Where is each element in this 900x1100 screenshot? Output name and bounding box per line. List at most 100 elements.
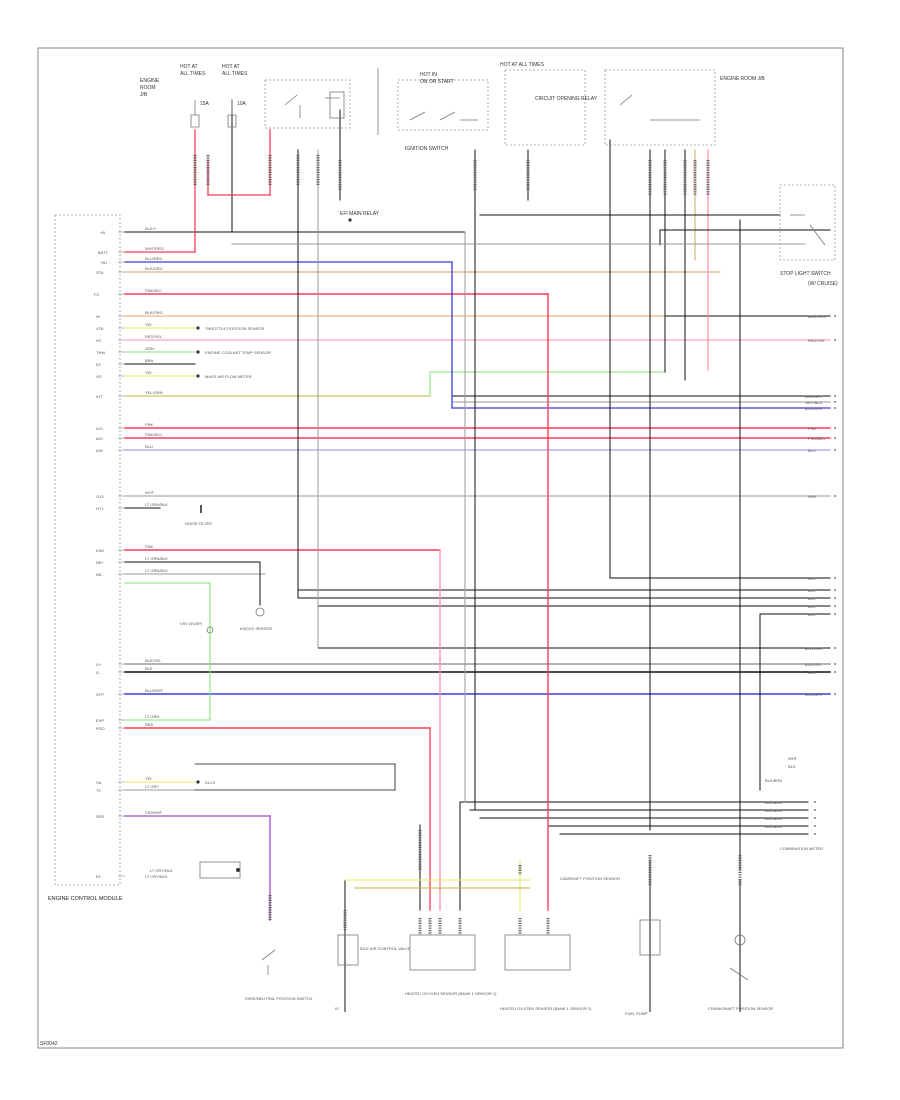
svg-text:THW: THW xyxy=(96,350,105,355)
svg-text:PNK/BLU: PNK/BLU xyxy=(808,436,825,441)
relay-coil-icon xyxy=(329,91,345,119)
svg-text:RED/YEL: RED/YEL xyxy=(808,338,826,343)
svg-text:BLK/YEL: BLK/YEL xyxy=(805,662,822,667)
fuel-pump-label: FUEL PUMP xyxy=(625,1011,648,1016)
park-neutral-label: PARK/NEUTRAL POSITION SWITCH xyxy=(245,996,312,1001)
svg-text:WHT/RED: WHT/RED xyxy=(145,246,164,251)
svg-text:BLK: BLK xyxy=(808,612,816,617)
maf-label: MASS AIR FLOW METER xyxy=(205,374,252,379)
svg-text:E1: E1 xyxy=(96,874,102,879)
ecm-label: ENGINE CONTROL MODULE xyxy=(48,896,123,902)
iac-label: IDLE AIR CONTROL VALVE xyxy=(360,946,411,951)
svg-text:NE-: NE- xyxy=(96,572,104,577)
svg-text:PNK/BLU: PNK/BLU xyxy=(145,432,162,437)
fuse-label: HOT AT xyxy=(222,64,240,70)
svg-text:WHT: WHT xyxy=(788,756,798,761)
svg-text:BLK/ORG: BLK/ORG xyxy=(145,310,163,315)
figure-id: SF0042 xyxy=(40,1041,58,1047)
stop-switch-label: STOP LIGHT SWITCH xyxy=(780,271,831,277)
fuse-label: HOT AT xyxy=(180,64,198,70)
top-components xyxy=(190,68,836,261)
svg-text:YEL: YEL xyxy=(145,370,153,375)
noise-filter-label: NOISE FILTER xyxy=(185,521,212,526)
fuse-icon xyxy=(227,100,237,128)
ignition-switch xyxy=(397,79,489,131)
svg-text:E2: E2 xyxy=(96,362,102,367)
svg-text:YEL/GRN: YEL/GRN xyxy=(145,390,163,395)
svg-text:VG: VG xyxy=(96,374,102,379)
ecm-pin-ticks xyxy=(118,231,125,877)
svg-text:LT GRN/BLK: LT GRN/BLK xyxy=(145,556,168,561)
mid-components: KNOCK SENSOR VSV (EVAP) LT GRY/BLK xyxy=(150,607,272,879)
vsv-label: VSV (EVAP) xyxy=(180,621,203,626)
svg-text:G+: G+ xyxy=(96,662,102,667)
vertical-wires xyxy=(194,99,831,1001)
fuse-box-label: ENGINE ROOM J/B xyxy=(720,76,765,82)
o2-sensor-1-icon xyxy=(409,934,476,971)
svg-text:NE+: NE+ xyxy=(96,560,105,565)
hot-label: HOT AT ALL TIMES xyxy=(500,62,545,68)
circuit-opening-relay xyxy=(504,69,586,146)
svg-text:PNK: PNK xyxy=(808,426,817,431)
svg-text:GRN: GRN xyxy=(145,346,154,351)
svg-text:BLK/BRN: BLK/BRN xyxy=(765,816,782,821)
ecm-outline xyxy=(54,214,121,886)
park-neutral-switch-icon xyxy=(261,949,276,975)
svg-text:KNK: KNK xyxy=(96,548,105,553)
wire-color-labels: BLK/Y WHT/RED BLU/RED BLK/ORG PNK/BLK BL… xyxy=(145,226,168,879)
o2-sensor-2-icon xyxy=(504,934,571,971)
svg-text:STA: STA xyxy=(96,270,104,275)
svg-text:PNK/BLK: PNK/BLK xyxy=(145,288,162,293)
switch-contact-icon xyxy=(409,111,478,121)
svg-text:BLK: BLK xyxy=(808,576,816,581)
svg-text:BLK/WHT: BLK/WHT xyxy=(805,394,823,399)
svg-text:LT GRY/BLK: LT GRY/BLK xyxy=(145,874,168,879)
svg-text:LT GRN/BLK: LT GRN/BLK xyxy=(145,502,168,507)
svg-text:BRN: BRN xyxy=(145,358,154,363)
relay-contact-icon xyxy=(284,94,340,118)
fuse-label: ALL TIMES xyxy=(222,71,248,77)
relay-contact-icon xyxy=(619,94,700,121)
meter-label: COMBINATION METER xyxy=(780,846,823,851)
svg-text:WHT: WHT xyxy=(808,494,818,499)
svg-text:STP: STP xyxy=(96,692,104,697)
svg-text:BLK: BLK xyxy=(808,604,816,609)
svg-text:OX1: OX1 xyxy=(96,494,105,499)
stop-switch-sub: (W/ CRUISE) xyxy=(808,281,838,287)
svg-text:+B: +B xyxy=(100,230,105,235)
svg-text:BATT: BATT xyxy=(98,250,108,255)
bottom-components: PARK/NEUTRAL POSITION SWITCH IDLE AIR CO… xyxy=(245,876,773,1016)
svg-text:SPD: SPD xyxy=(96,814,104,819)
svg-text:BLK/BRN: BLK/BRN xyxy=(765,808,782,813)
svg-text:RED: RED xyxy=(145,722,154,727)
svg-text:BLU/RED: BLU/RED xyxy=(145,256,162,261)
main-relay xyxy=(264,79,351,129)
svg-text:TC: TC xyxy=(96,788,101,793)
svg-text:IGT: IGT xyxy=(96,394,103,399)
ground-label: LT GRY/BLK xyxy=(150,868,173,873)
svg-text:RED/YEL: RED/YEL xyxy=(145,334,163,339)
crank-sensor-label: CRANKSHAFT POSITION SENSOR xyxy=(708,1006,773,1011)
vsv-icon xyxy=(206,626,214,634)
connector-pins xyxy=(193,155,742,935)
o2-sensor-2-label: HEATED OXYGEN SENSOR (BANK 1 SENSOR 2) xyxy=(500,1006,592,1011)
ect-label: ENGINE COOLANT TEMP SENSOR xyxy=(205,350,271,355)
dlc3-label: DLC3 xyxy=(205,780,216,785)
svg-text:BLK/BRN: BLK/BRN xyxy=(765,824,782,829)
svg-text:BLK: BLK xyxy=(145,666,153,671)
top-labels: ENGINE ROOM J/B HOT AT ALL TIMES HOT AT … xyxy=(140,62,838,287)
svg-text:#30: #30 xyxy=(96,448,103,453)
crank-sensor-icon xyxy=(734,934,746,946)
right-pin-ticks xyxy=(814,315,836,835)
svg-text:VIO/WHT: VIO/WHT xyxy=(145,810,163,815)
ignition-switch-label: IGNITION SWITCH xyxy=(405,146,449,152)
fuse-label: ALL TIMES xyxy=(180,71,206,77)
right-labels: BLK/ORG RED/YEL BLK/WHT GRY/BLK BLU/WHT … xyxy=(765,314,826,851)
svg-text:BLU/WHT: BLU/WHT xyxy=(805,406,824,411)
opening-relay-label: CIRCUIT OPENING RELAY xyxy=(535,96,598,102)
cam-sensor-label: CAMSHAFT POSITION SENSOR xyxy=(560,876,620,881)
svg-text:#20: #20 xyxy=(96,436,103,441)
svg-text:+B1: +B1 xyxy=(100,260,108,265)
svg-text:YEL: YEL xyxy=(145,322,153,327)
diagram-frame xyxy=(37,47,844,1049)
